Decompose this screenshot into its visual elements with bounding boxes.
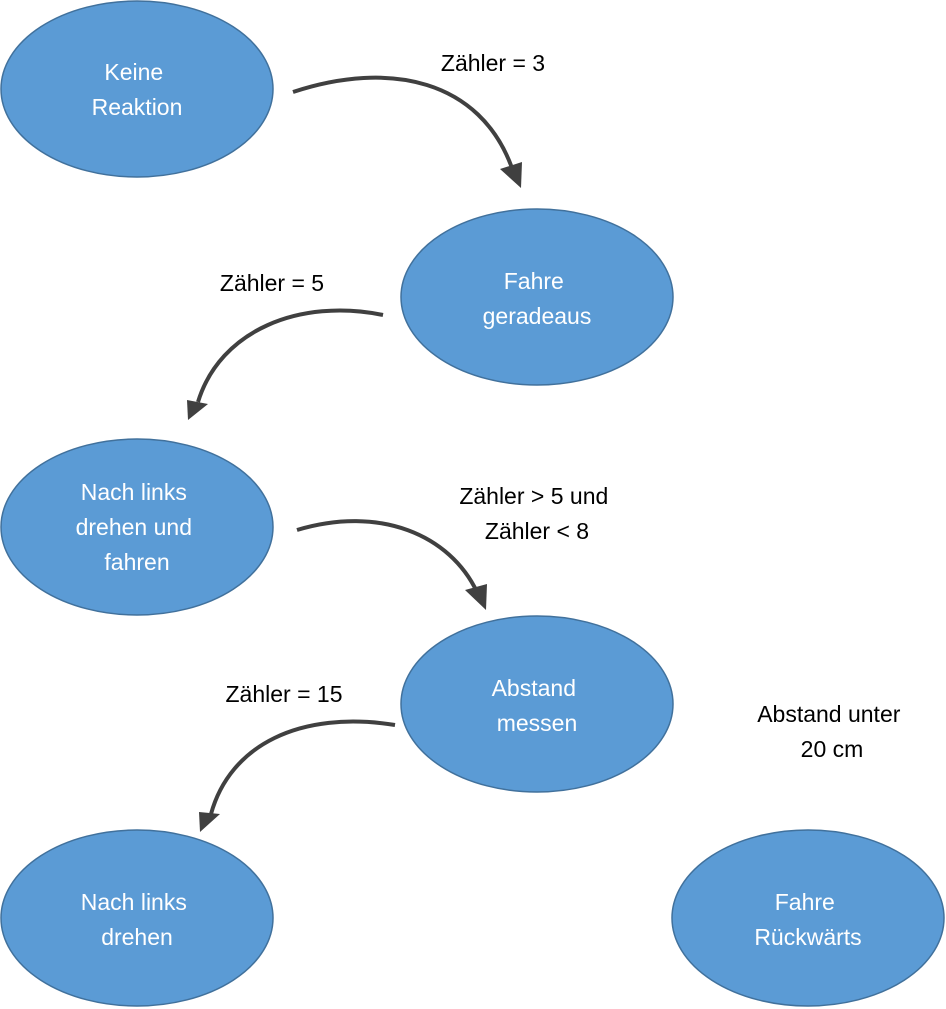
state-node-abstand-messen: Abstand messen xyxy=(400,615,674,793)
svg-text:Keine Reaktion: Keine Reaktion xyxy=(92,59,183,120)
node-label-line: drehen und xyxy=(76,514,192,540)
node-label-line: Rückwärts xyxy=(754,924,861,950)
arrow-abstand-messen-to-nach-links-drehen xyxy=(199,719,396,832)
state-node-fahre-geradeaus: Fahre geradeaus xyxy=(400,208,674,386)
state-node-nach-links-drehen-und-fahren: Nach links drehen und fahren xyxy=(0,438,274,616)
state-node-fahre-rueckwaerts: Fahre Rückwärts xyxy=(671,829,945,1007)
node-label-line: drehen xyxy=(101,924,173,950)
arrow-fahre-geradeaus-to-nach-links-drehen-und-fahren xyxy=(187,308,384,420)
node-label-line: Nach links xyxy=(81,479,187,505)
transition-arrows xyxy=(187,75,522,832)
node-label-line: geradeaus xyxy=(483,303,592,329)
condition-label-zaehler-15: Zähler = 15 xyxy=(226,681,343,707)
arrow-keine-reaktion-to-fahre-geradeaus xyxy=(292,75,522,188)
node-label-line: Reaktion xyxy=(92,94,183,120)
svg-text:Nach links drehen und: Nach links drehen und fahren xyxy=(76,479,199,575)
condition-label-zaehler-5: Zähler = 5 xyxy=(220,270,324,296)
svg-text:Nach links drehen: Nach links drehen xyxy=(81,889,194,950)
node-label-line: Abstand xyxy=(492,675,576,701)
svg-text:Fahre geradeaus: Fahre geradeaus xyxy=(483,268,592,329)
node-label-line: Nach links xyxy=(81,889,187,915)
svg-text:Fahre Rückwärts: Fahre Rückwärts xyxy=(754,889,861,950)
node-label-line: Fahre xyxy=(775,889,835,915)
condition-label-zaehler-3: Zähler = 3 xyxy=(441,50,545,76)
condition-label-zaehler-range: Zähler > 5 und Zähler < 8 xyxy=(459,483,614,544)
state-node-keine-reaktion: Keine Reaktion xyxy=(0,0,274,178)
svg-text:Abstand messen: Abstand messen xyxy=(492,675,583,736)
node-label-line: messen xyxy=(497,710,578,736)
node-label-line: Keine xyxy=(104,59,163,85)
state-node-nach-links-drehen: Nach links drehen xyxy=(0,829,274,1007)
node-label-line: Fahre xyxy=(504,268,564,294)
arrow-nach-links-drehen-und-fahren-to-abstand-messen xyxy=(296,519,487,610)
node-label-line: fahren xyxy=(104,549,169,575)
condition-label-abstand: Abstand unter 20 cm xyxy=(757,701,907,762)
